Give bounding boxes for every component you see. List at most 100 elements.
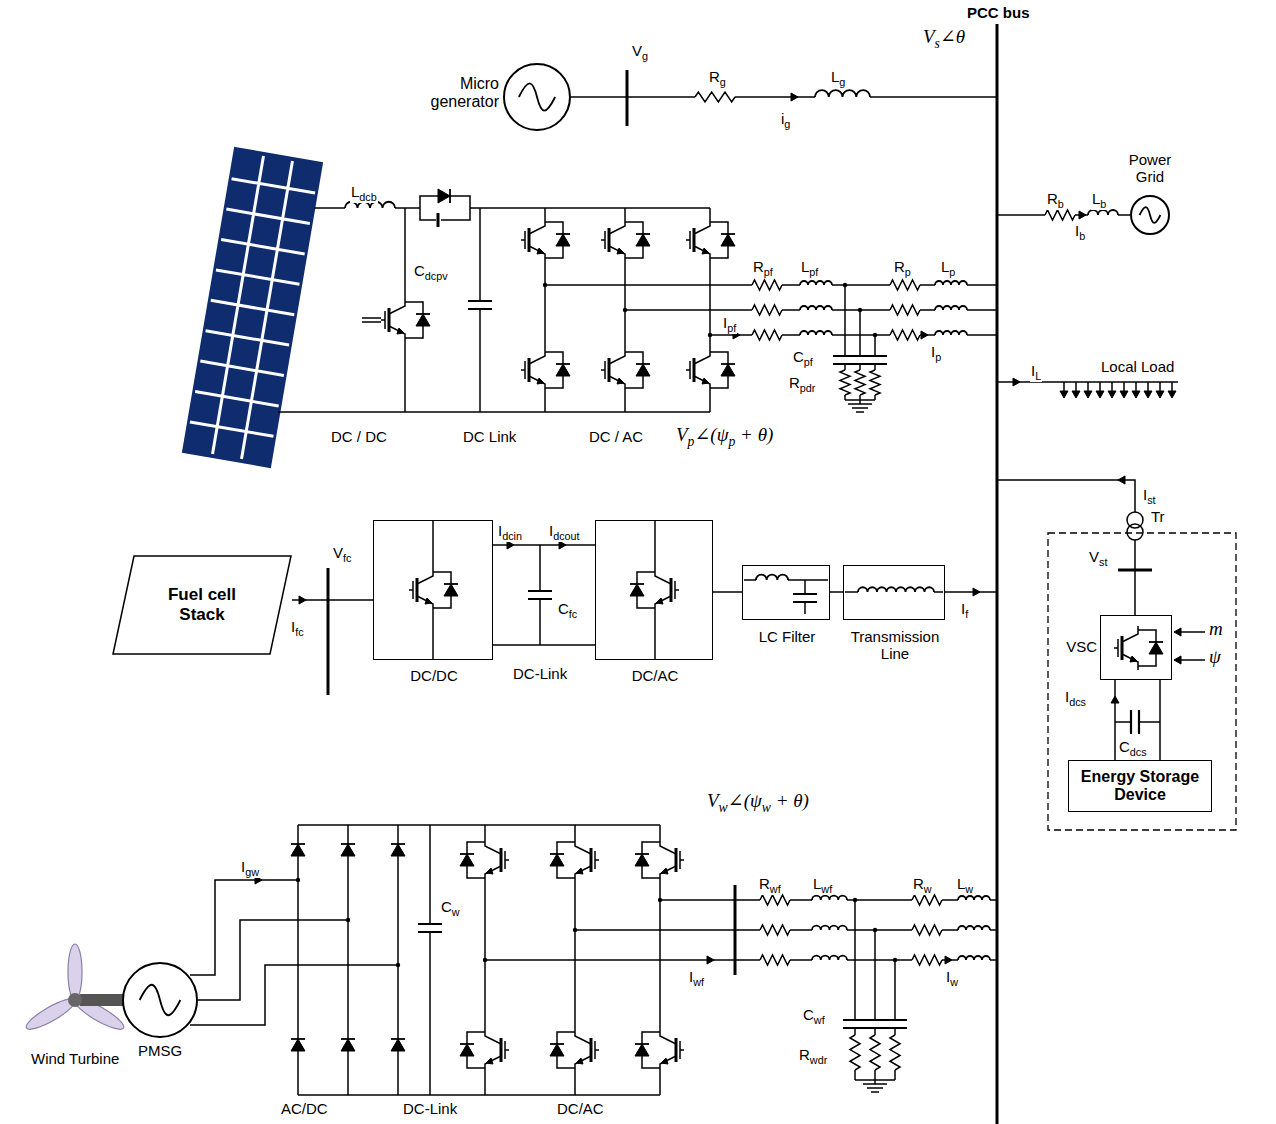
wire [920,284,935,286]
wire [624,208,626,218]
igbt-emitter [655,596,671,612]
diode-bar [291,1038,305,1040]
component-label: Rw [912,875,933,895]
component-label: Ifc [290,618,305,638]
subscript: p [935,351,941,363]
node-caption: VSC [1061,638,1097,655]
igbt-body [693,358,696,382]
subscript: p [949,266,955,278]
text-run: V [923,26,935,47]
text-run: + θ) [735,424,773,445]
node-caption: LC Filter [737,628,837,645]
subscript: s [935,36,940,51]
text-run: R [709,68,720,85]
component-label: If [960,600,969,620]
igbt-collector [575,838,591,854]
diode-bar [449,189,451,203]
subscript: wf [770,883,781,895]
junction-dot [623,308,627,312]
igbt-gate [1114,639,1118,657]
text-run: I [961,600,965,617]
igbt-gate [675,581,679,599]
resistor-symbol [752,330,782,340]
wire [404,342,406,412]
wire [429,932,431,1095]
resistor-symbol [912,955,942,965]
wire [347,1051,349,1095]
component-label: Lb [1091,190,1107,210]
section-label: DC-Link [512,665,568,682]
subscript: gw [245,866,259,878]
wire [1139,721,1160,723]
converter-box: DC/DC [373,520,493,660]
igbt-body [528,358,531,382]
text-run: I [723,314,727,331]
resistor-symbol [870,370,880,395]
diode-symbol [550,854,564,866]
current-arrow [1096,391,1104,398]
current-arrow [1174,628,1181,636]
text-run: PCC bus [967,4,1030,21]
resistor-symbol [912,895,942,905]
wire [874,930,876,1020]
inductor-symbol [1088,210,1118,215]
igbt-collector [660,838,676,854]
subscript: fc [343,552,351,564]
voltage-phasor: Vw∠(ψw + θ) [706,790,810,816]
inductor-symbol [812,956,847,960]
junction-dot [573,928,577,932]
generator-circle: Micro generator [503,63,571,131]
wire [832,284,890,286]
igbt-gate [521,231,525,249]
resistor-symbol [695,92,735,102]
subscript: w [965,883,973,895]
subscript: fc [569,608,577,620]
wire [544,392,546,412]
node-caption: DC/DC [374,667,494,684]
wire [479,208,481,301]
igbt-arrow [656,598,663,604]
inductor-symbol [812,926,847,930]
resistor-symbol [752,280,782,290]
current-arrow [1144,391,1152,398]
node-caption: Power Grid [1118,151,1182,186]
subscript: b [1058,198,1064,210]
subscript: st [1099,556,1107,568]
storage-group-outline [1048,533,1236,830]
text-run: I [931,343,935,360]
resistor-symbol [890,280,920,290]
diode-bar [416,313,430,315]
junction-dot [483,958,487,962]
igbt-gate [381,311,385,329]
wire [485,959,760,961]
wire [432,612,434,659]
diode-bar [341,843,355,845]
component-label: Cwf [802,1006,826,1026]
pcc-bus-bar [996,24,999,1124]
subscript: w [762,800,771,815]
text-run: V [632,42,642,59]
voltage-phasor: Vs∠θ [922,26,966,52]
gate-lead [362,318,381,322]
diode-symbol [636,364,650,376]
capacitor-symbol [863,356,887,364]
subscript: p [729,434,736,449]
wire [625,309,752,311]
wire [470,207,710,209]
igbt-body [675,1038,678,1062]
component-label: Ip [930,343,942,363]
text-run: C [1119,738,1130,755]
voltage-phasor: m [1208,618,1224,640]
subscript: fc [295,626,303,638]
junction-dot [708,333,712,337]
igbt-collector [529,348,545,364]
subscript: p [905,266,911,278]
wire [874,335,876,356]
current-arrow [973,588,980,596]
wire [484,1072,486,1095]
text-run: C [803,1006,814,1023]
wire [997,214,1045,216]
node-caption: DC/AC [596,667,714,684]
igbt-arrow [576,1058,583,1064]
